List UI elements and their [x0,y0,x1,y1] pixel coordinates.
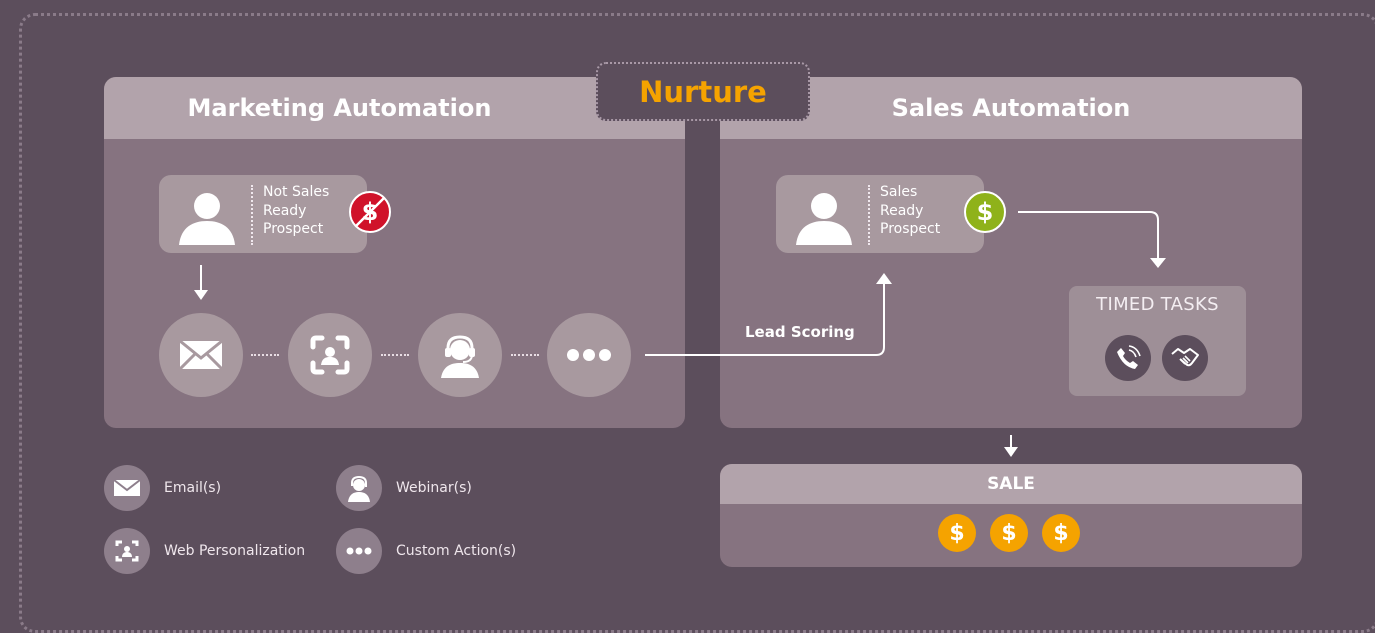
prospect-status-text: Sales Ready Prospect [880,184,941,237]
legend-item-custom-action: Custom Action(s) [336,528,516,574]
webinar-icon [441,335,479,378]
lead-scoring-arrow [645,282,885,356]
sales-ready-prospect-card: Sales Ready Prospect [776,175,984,253]
ellipsis-icon [567,349,611,361]
dollar-coin-icon: $ [990,514,1028,552]
handshake-icon [1171,348,1199,367]
flow-arrows [194,197,1166,457]
person-icon [179,193,235,245]
nurture-connector [685,122,720,428]
legend-label: Webinar(s) [396,480,472,496]
web-personalization-icon [104,528,150,574]
email-step [159,313,243,397]
sale-panel: SALE $ $ $ [720,464,1302,567]
handshake-task [1162,335,1208,381]
phone-icon [1117,345,1141,369]
web-personalization-icon [310,335,350,375]
arrowhead [1150,258,1166,268]
arrowhead [876,273,892,284]
arrowhead [194,290,208,300]
webinar-step [418,313,502,397]
badge-symbol: $ [976,198,994,226]
ellipsis-icon [336,528,382,574]
marketing-automation-title: Marketing Automation [104,77,685,139]
email-icon [104,465,150,511]
legend-item-email: Email(s) [104,465,221,511]
legend-label: Custom Action(s) [396,543,517,559]
phone-call-task [1105,335,1151,381]
legend-item-web-personalization: Web Personalization [104,528,305,574]
legend-label: Web Personalization [164,543,306,559]
not-sales-ready-prospect-card: Not Sales Ready Prospect [159,175,367,253]
nurture-label: Nurture [596,62,810,121]
legend-item-webinar: Webinar(s) [336,465,472,511]
prospect-status-text: Not Sales Ready Prospect [263,184,330,237]
dollar-coin-icon: $ [1042,514,1080,552]
arrow-to-timed-tasks [1018,211,1159,260]
timed-tasks-title: TIMED TASKS [1096,294,1219,315]
step-connector [381,354,409,356]
sales-automation-title: Sales Automation [720,77,1302,139]
email-icon [179,340,223,370]
person-icon [796,193,852,245]
webinar-icon [336,465,382,511]
lead-scoring-label: Lead Scoring [745,323,855,341]
sale-title: SALE [720,464,1302,504]
separator [868,185,870,245]
separator [251,185,253,245]
timed-tasks-box: TIMED TASKS [1069,286,1246,396]
strike-line [355,197,385,227]
custom-action-step [547,313,631,397]
dollar-badge-icon: $ [964,191,1006,233]
dollar-coin-icon: $ [938,514,976,552]
step-connector [511,354,539,356]
step-connector [251,354,279,356]
web-personalization-step [288,313,372,397]
arrowhead [1004,447,1018,457]
legend-label: Email(s) [164,480,222,496]
